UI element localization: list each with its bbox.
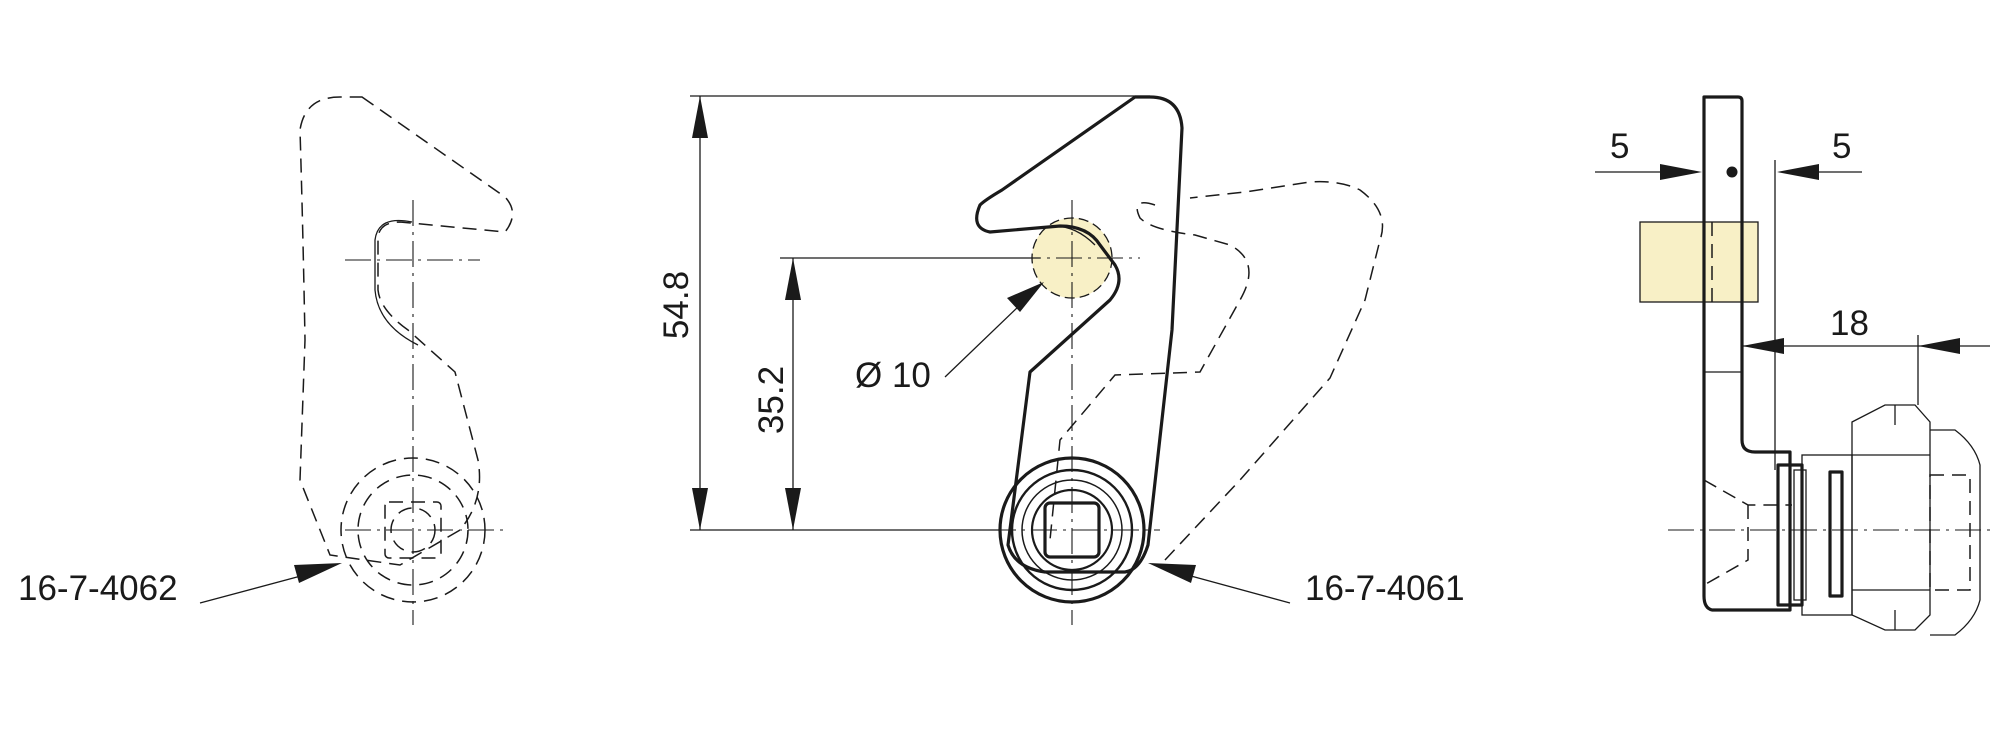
dim-diameter-leader: [944, 304, 1021, 378]
side-body: [1801, 454, 1853, 616]
latch-outline: [975, 95, 1184, 574]
side-plate: [1702, 95, 1792, 612]
side-view: 5 5 18: [1595, 95, 1990, 636]
dim-side-right-label: 5: [1832, 127, 1851, 166]
center-part-number: 16-7-4061: [1305, 569, 1465, 608]
dim-diameter-arrow: [1007, 282, 1044, 312]
dim-side-depth-label: 18: [1830, 304, 1869, 343]
side-nut-chamfer: [1852, 405, 1930, 630]
rotated-latch-outline: [1049, 180, 1384, 561]
left-leader-line: [199, 572, 313, 604]
side-dim5-right-arrow: [1777, 164, 1819, 180]
left-hook-notch: [374, 219, 419, 346]
side-body-slot: [1828, 470, 1844, 598]
dim-diameter-label: Ø 10: [855, 356, 931, 395]
dim-height-label: 54.8: [657, 271, 696, 339]
side-dim18-arrow-right: [1918, 338, 1960, 354]
side-dim5-point: [1726, 166, 1738, 178]
side-nut: [1851, 404, 1931, 631]
left-latch-view: 16-7-4062: [18, 96, 514, 625]
latch-notch: [1039, 225, 1096, 246]
dim-side-left-label: 5: [1610, 127, 1629, 166]
left-part-number: 16-7-4062: [18, 569, 178, 608]
dim-54-arrow-top: [692, 96, 708, 138]
side-pin-rect: [1639, 221, 1759, 303]
dim-pivot-label: 35.2: [752, 366, 791, 434]
side-bezel: [1930, 429, 1981, 636]
center-latch-view: 54.8 35.2 Ø 10 16-7-4061: [657, 95, 1465, 625]
side-plug: [1929, 474, 1971, 591]
left-leader-arrow: [294, 563, 342, 583]
dim-54-arrow-bottom: [692, 488, 708, 530]
side-washer-inner: [1793, 469, 1807, 601]
dim-35-arrow-bottom: [785, 488, 801, 530]
center-leader-arrow: [1148, 563, 1196, 583]
left-latch-outline: [299, 96, 514, 566]
dim-35-arrow-top: [785, 258, 801, 300]
center-leader-line: [1179, 572, 1291, 604]
side-dim5-left-arrow: [1660, 164, 1702, 180]
side-dim18-arrow-left: [1742, 338, 1784, 354]
